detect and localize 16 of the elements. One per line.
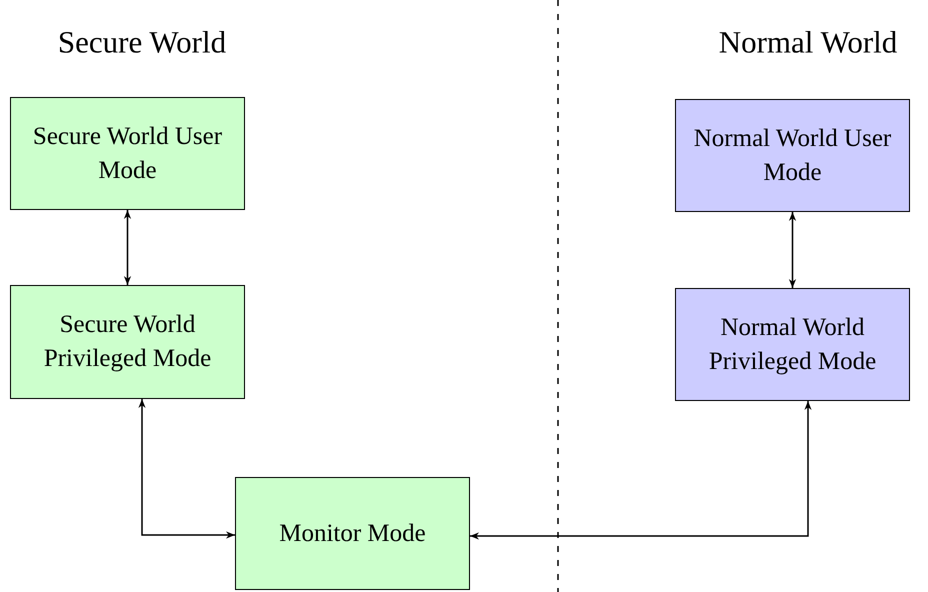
arrow: [470, 401, 812, 540]
mode-box: [10, 97, 245, 210]
arrow: [124, 210, 132, 285]
box-label: Monitor Mode: [279, 518, 426, 549]
arrow: [138, 399, 235, 539]
mode-box: [675, 288, 910, 401]
box-label: Secure World Privileged Mode: [42, 310, 212, 374]
section-heading: Secure World: [58, 26, 226, 58]
arrow: [788, 212, 796, 288]
mode-box: [235, 477, 470, 590]
box-label: Normal World User Mode: [692, 124, 892, 188]
box-label: Normal World Privileged Mode: [708, 312, 878, 376]
box-label: Secure World User Mode: [32, 122, 224, 186]
section-heading: Normal World: [718, 26, 898, 58]
mode-box: [675, 99, 910, 212]
mode-box: [10, 285, 245, 399]
